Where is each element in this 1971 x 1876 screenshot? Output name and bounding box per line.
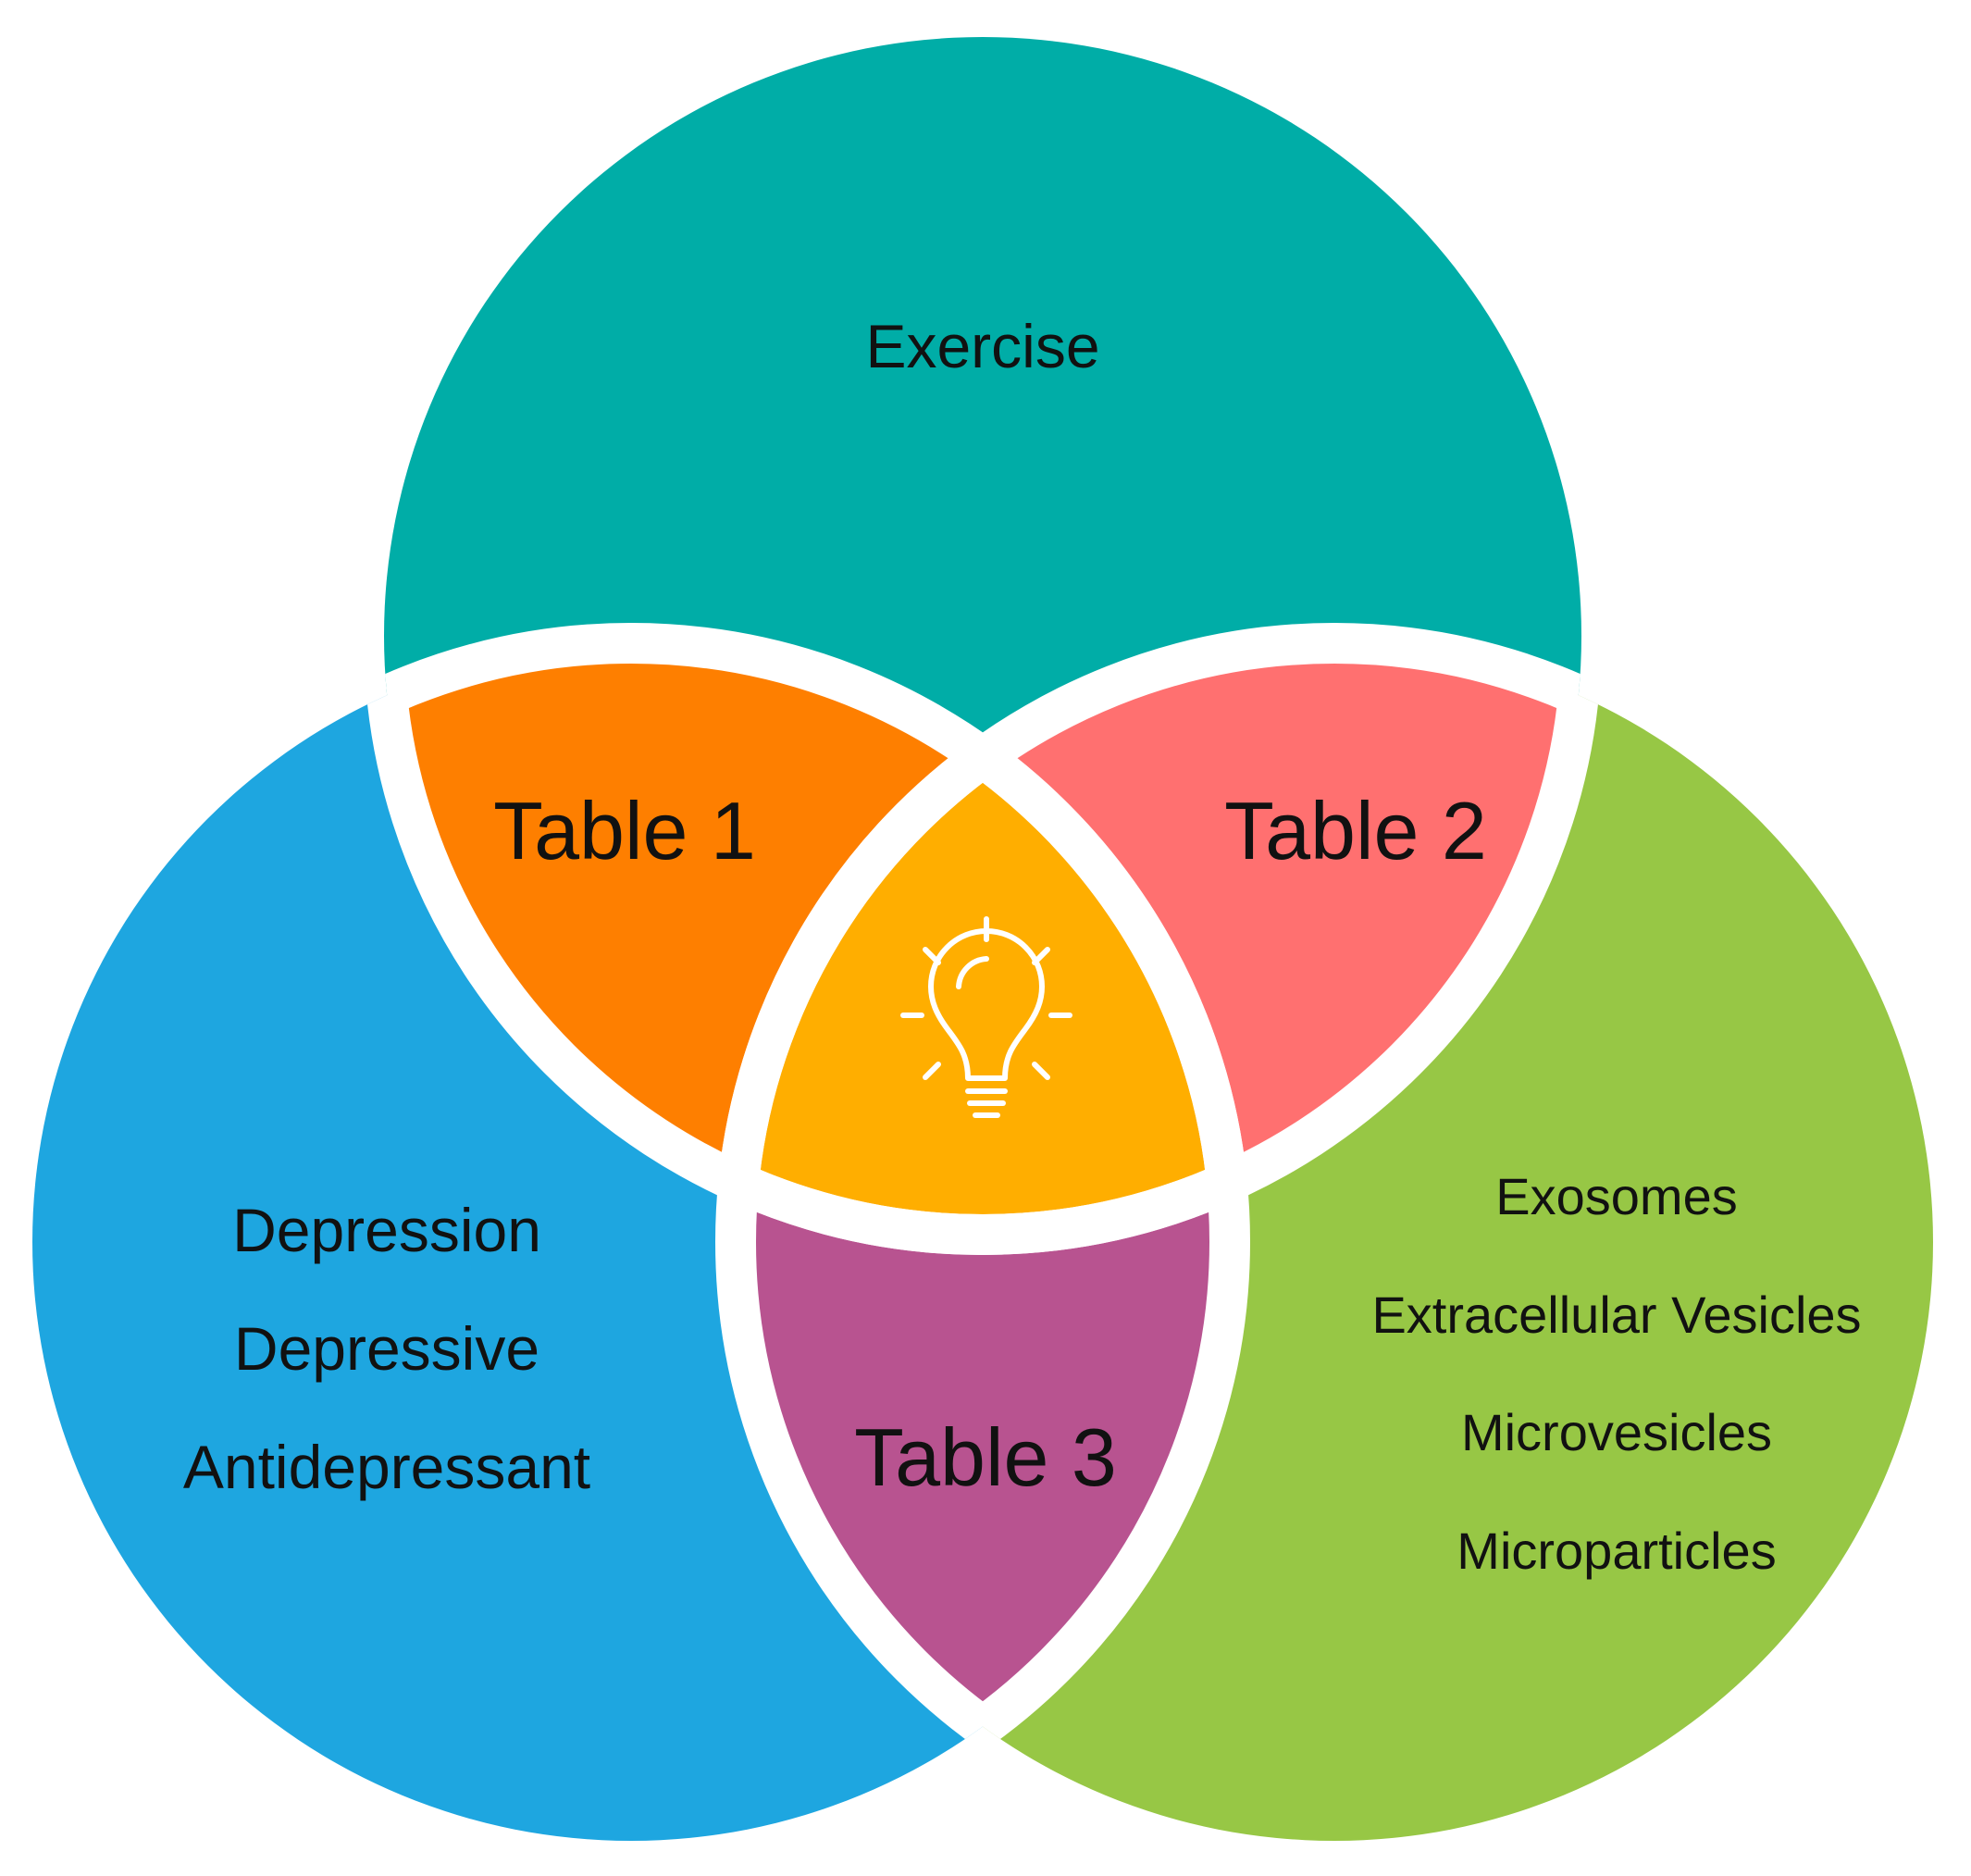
exercise-label: Exercise: [865, 312, 1099, 380]
table3-label: Table 3: [854, 1411, 1117, 1503]
table2-label: Table 2: [1224, 785, 1487, 876]
antidepressant-label: Antidepressant: [183, 1433, 590, 1501]
table1-label: Table 1: [493, 785, 756, 876]
microvesicles-label: Microvesicles: [1461, 1403, 1772, 1461]
exosomes-label: Exosomes: [1495, 1167, 1737, 1225]
depression-label: Depression: [232, 1196, 541, 1264]
separator-rings: [364, 623, 1602, 1841]
lightbulb-icon: [900, 916, 1072, 1118]
extracellular-vesicles-label: Extracellular Vesicles: [1371, 1286, 1861, 1344]
depressive-label: Depressive: [234, 1314, 539, 1383]
microparticles-label: Microparticles: [1457, 1522, 1776, 1580]
center-region: [736, 643, 1230, 1235]
